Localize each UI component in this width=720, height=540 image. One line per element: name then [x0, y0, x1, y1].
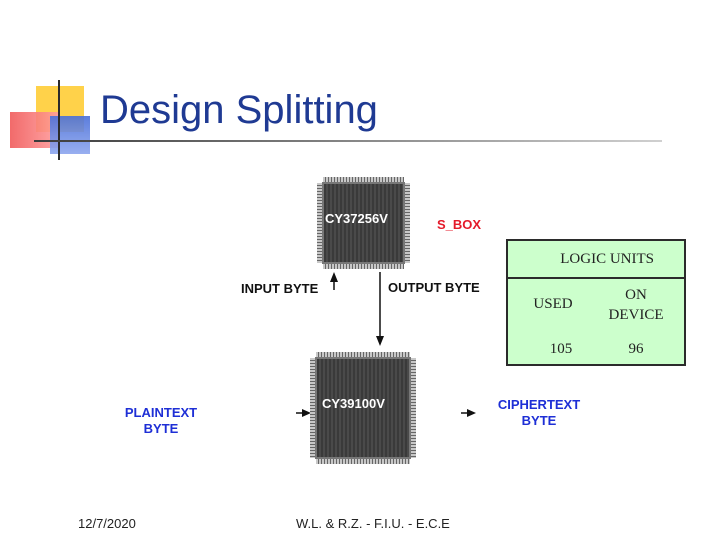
device-value: 96 — [628, 341, 644, 357]
slide-title: Design Splitting — [100, 88, 378, 132]
plaintext-byte-label: PLAINTEXT BYTE — [120, 405, 202, 437]
arrow-ciphertext-right — [461, 409, 476, 417]
col-device-header-line2: DEVICE — [608, 307, 664, 323]
chip-bottom: CY39100V — [310, 352, 416, 464]
col-device-header-line1: ON — [625, 287, 647, 303]
plaintext-line1: PLAINTEXT — [124, 405, 198, 420]
arrow-plaintext-right — [296, 409, 311, 417]
ciphertext-line2: BYTE — [521, 413, 557, 428]
input-byte-label: INPUT BYTE — [241, 281, 319, 296]
ciphertext-line1: CIPHERTEXT — [497, 397, 581, 412]
title-underline — [34, 140, 662, 142]
title-decoration-blue-square — [50, 116, 90, 154]
arrow-input-up — [330, 272, 338, 290]
plaintext-line2: BYTE — [143, 421, 179, 436]
used-value: 105 — [549, 341, 573, 357]
footer-credit: W.L. & R.Z. - F.I.U. - E.C.E — [296, 516, 450, 531]
chip-top-label: CY37256V — [325, 211, 388, 226]
sbox-label: S_BOX — [437, 217, 482, 232]
arrow-output-down — [376, 272, 384, 346]
chip-top: CY37256V — [317, 177, 410, 269]
output-byte-label: OUTPUT BYTE — [388, 280, 480, 295]
ciphertext-byte-label: CIPHERTEXT BYTE — [492, 397, 586, 429]
title-decoration-vertical-line — [58, 80, 60, 160]
col-device-header: ON DEVICE — [598, 285, 674, 325]
col-used-header: USED — [533, 296, 573, 312]
chip-bottom-label: CY39100V — [322, 396, 385, 411]
logic-units-table: LOGIC UNITS USED ON DEVICE 105 96 — [506, 239, 686, 366]
footer-date: 12/7/2020 — [78, 516, 136, 531]
table-header: LOGIC UNITS — [508, 241, 684, 279]
